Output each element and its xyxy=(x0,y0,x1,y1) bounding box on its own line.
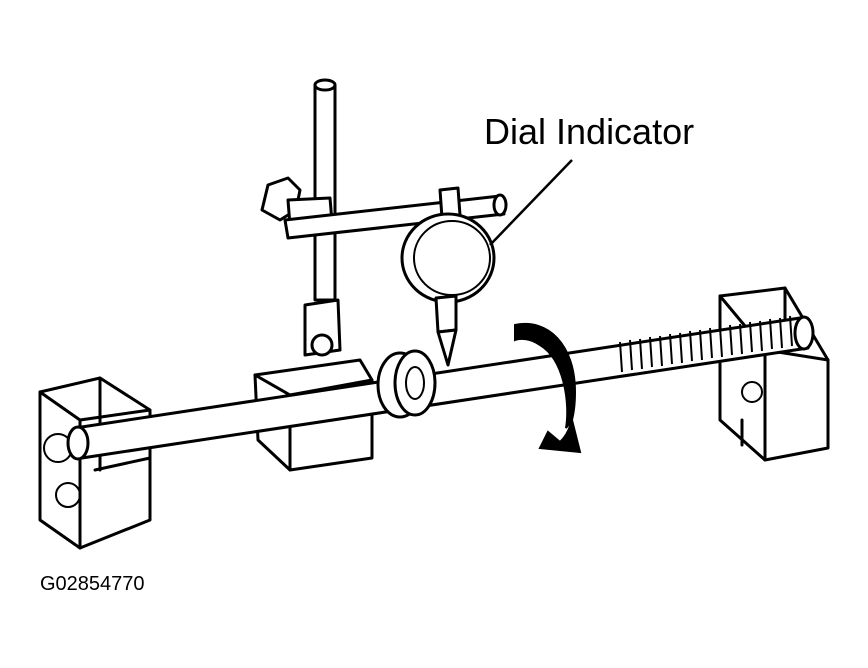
left-v-block xyxy=(38,376,152,550)
right-v-block xyxy=(718,286,830,462)
dial-indicator-label: Dial Indicator xyxy=(484,111,694,152)
callout-leader-line xyxy=(489,159,573,246)
shaft-collar xyxy=(376,349,437,419)
figure-id: G02854770 xyxy=(40,573,145,595)
dial-indicator xyxy=(400,186,496,367)
rotation-arrow-icon xyxy=(514,322,582,454)
